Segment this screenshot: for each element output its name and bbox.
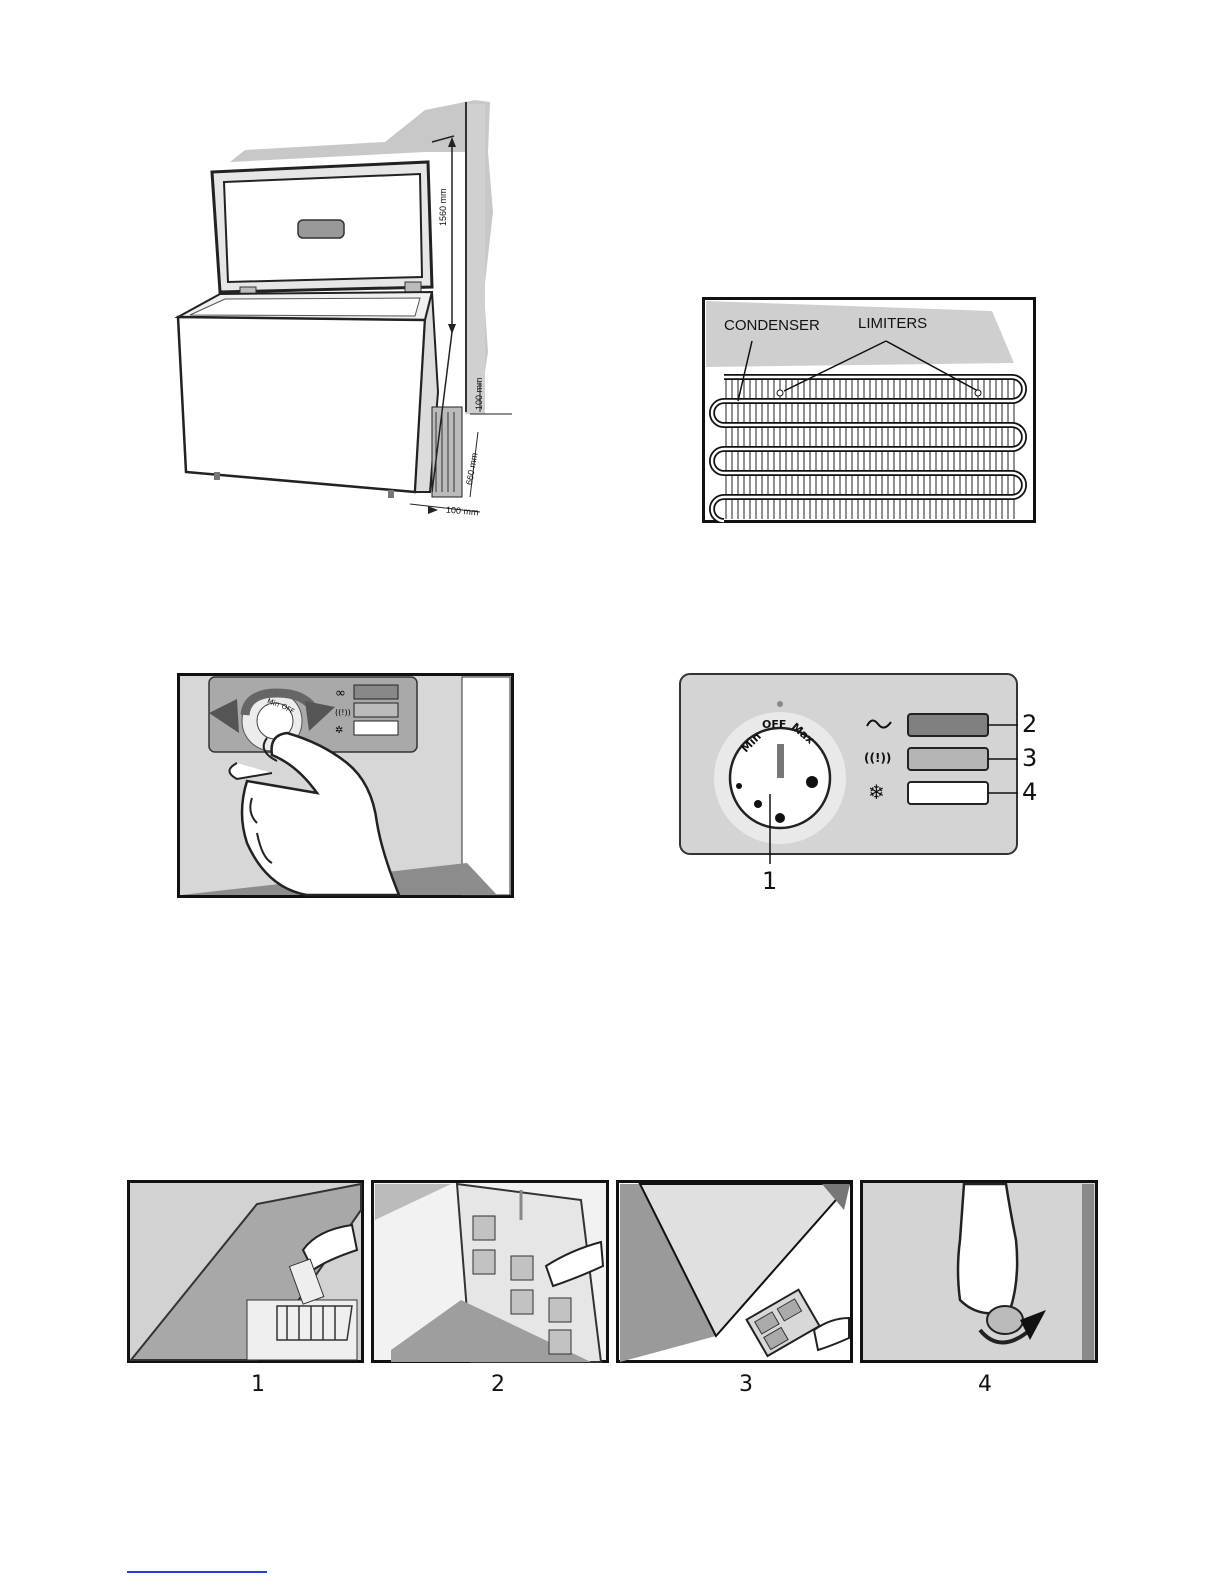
step-3-label: 3	[726, 1372, 766, 1397]
alarm-icon: ((!))	[864, 751, 891, 765]
footer-link-underline[interactable]	[127, 1571, 267, 1573]
condenser-label: CONDENSER	[724, 317, 820, 334]
snowflake-icon: ❄	[868, 780, 885, 804]
step-3-figure	[616, 1180, 853, 1363]
limiters-label: LIMITERS	[858, 315, 927, 332]
panel-dial-off-label: OFF	[762, 718, 786, 731]
control-panel-figure: ((!)) ❄ Min OFF Max 2 3 4 1	[678, 672, 1058, 897]
dimension-top-gap-label: 100 mm	[474, 377, 484, 410]
svg-text:((!)): ((!))	[335, 708, 351, 717]
step-2-figure	[371, 1180, 609, 1363]
wave-icon	[865, 714, 893, 734]
step-2-label: 2	[478, 1372, 518, 1397]
step-4-figure	[860, 1180, 1098, 1363]
hand-dial-figure: ∞ ((!)) ✲ Min OFF	[177, 673, 514, 898]
step-1-figure	[127, 1180, 364, 1363]
svg-text:✲: ✲	[335, 725, 343, 736]
condenser-figure: CONDENSER LIMITERS	[702, 297, 1036, 523]
callout-3: 3	[1022, 744, 1037, 772]
svg-text:∞: ∞	[335, 686, 346, 701]
step-1-label: 1	[238, 1372, 278, 1397]
step-4-label: 4	[965, 1372, 1005, 1397]
dimension-height-label: 1560 mm	[438, 188, 448, 226]
callout-2: 2	[1022, 710, 1037, 738]
freezer-clearance-figure: 1560 mm 100 mm 660 mm 100 mm	[170, 92, 515, 522]
callout-4: 4	[1022, 778, 1037, 806]
callout-1: 1	[762, 867, 777, 895]
